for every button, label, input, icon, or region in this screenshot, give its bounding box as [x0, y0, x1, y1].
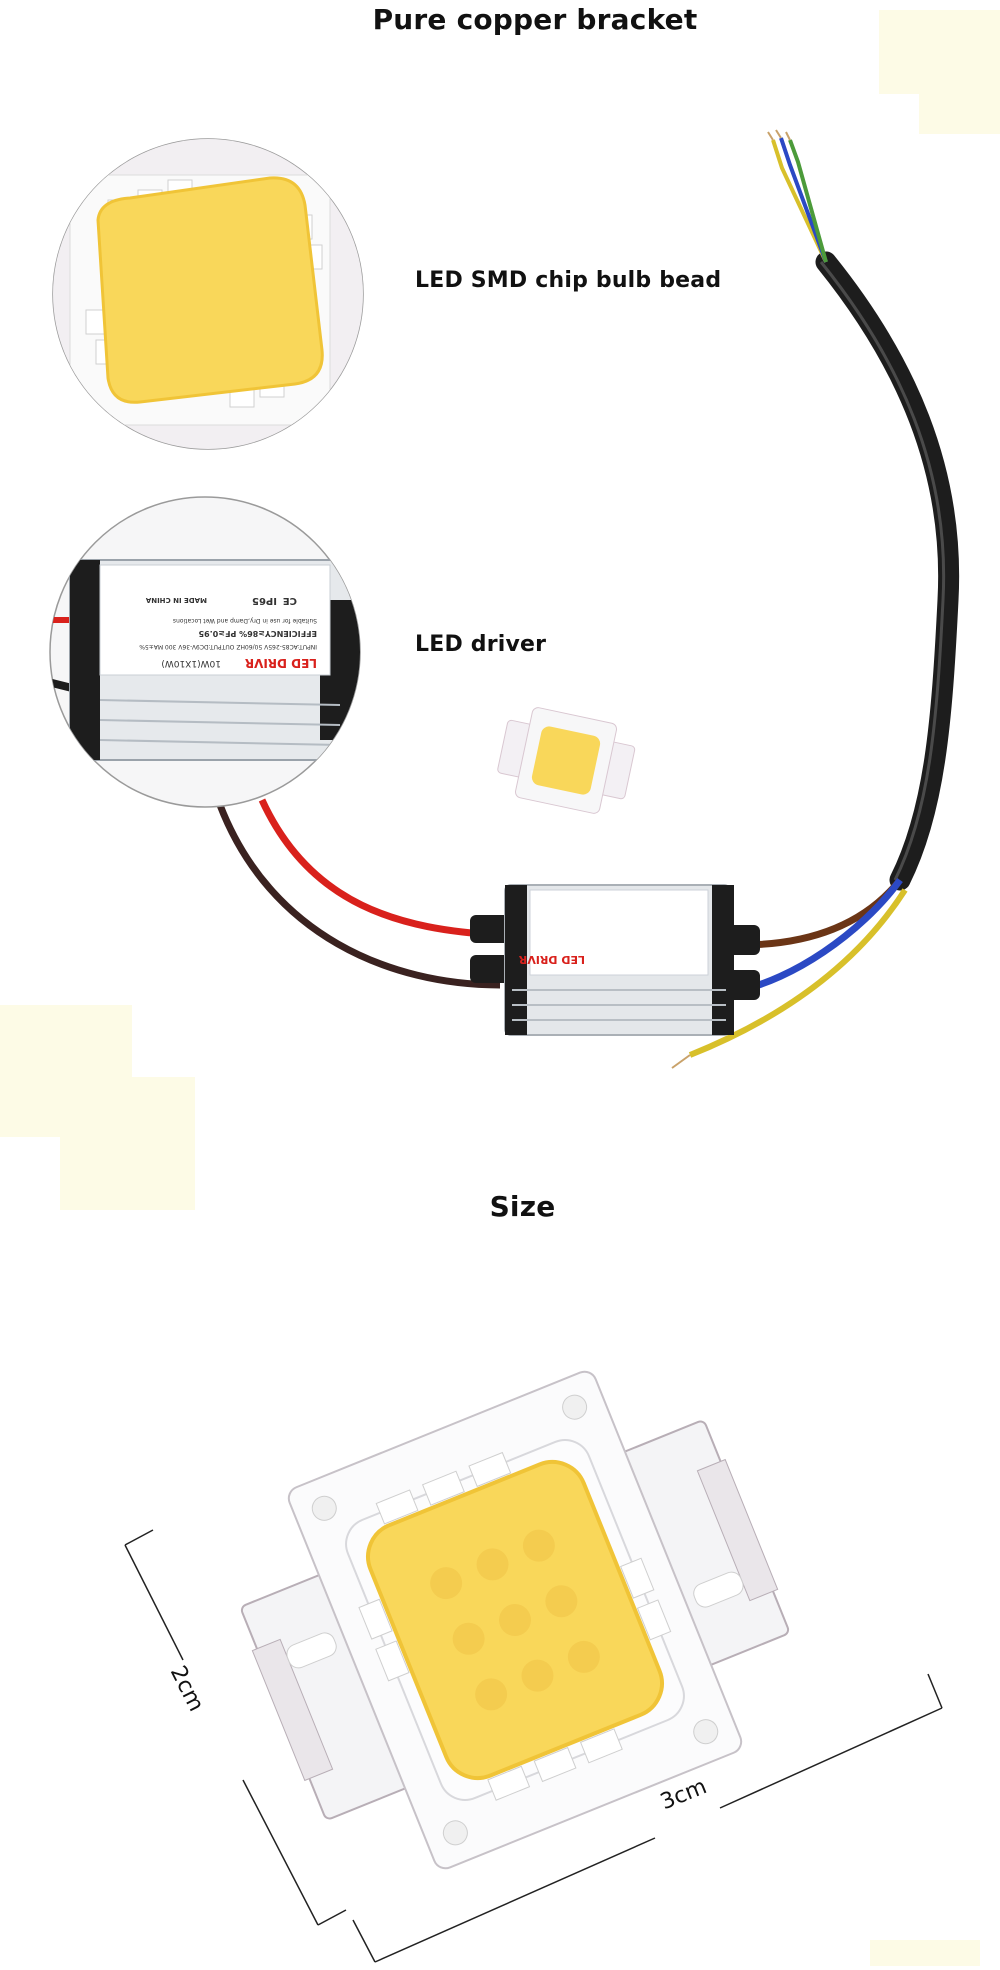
decor-block-bottom-right — [870, 1940, 980, 1966]
driver-efficiency-text: EFFICIENCY≥86% PF≥0.95 — [198, 629, 317, 638]
large-chip — [240, 1370, 790, 1870]
driver-input-text: INPUT:AC85-265V 50/60HZ OUTPUT:DC9V-36V … — [139, 643, 317, 650]
driver-label-text: LED DRIVR 10W(1X10W) INPUT:AC85-265V 50/… — [112, 572, 317, 672]
driver-suitable-text: Suitable for use in Dry,Damp and Wet Loc… — [172, 617, 317, 624]
driver-ce-text: CE — [282, 595, 297, 606]
driver-closeup-circle — [49, 496, 361, 808]
driver-model-text: 10W(1X10W) — [161, 658, 221, 668]
size-title: Size — [489, 1190, 556, 1223]
product-photo: LED DRIVR — [49, 129, 960, 1069]
svg-text:LED DRIVR: LED DRIVR — [518, 953, 585, 966]
chip-closeup-circle — [52, 138, 364, 450]
dimension-lines — [124, 1529, 943, 1963]
driver-box: LED DRIVR — [470, 884, 760, 1036]
driver-label: LED driver — [415, 632, 547, 657]
page-title: Pure copper bracket — [372, 3, 698, 36]
driver-ip-text: IP65 — [252, 595, 277, 606]
width-dimension-label: 3cm — [657, 1774, 711, 1816]
chip-label: LED SMD chip bulb bead — [415, 268, 722, 293]
small-chip — [497, 707, 636, 814]
decor-block-top-right — [879, 10, 1000, 134]
height-dimension-label: 2cm — [164, 1662, 209, 1716]
driver-origin-text: MADE IN CHINA — [145, 596, 207, 604]
decor-block-mid-left — [0, 1005, 195, 1210]
driver-brand-text: LED DRIVR — [244, 656, 317, 670]
